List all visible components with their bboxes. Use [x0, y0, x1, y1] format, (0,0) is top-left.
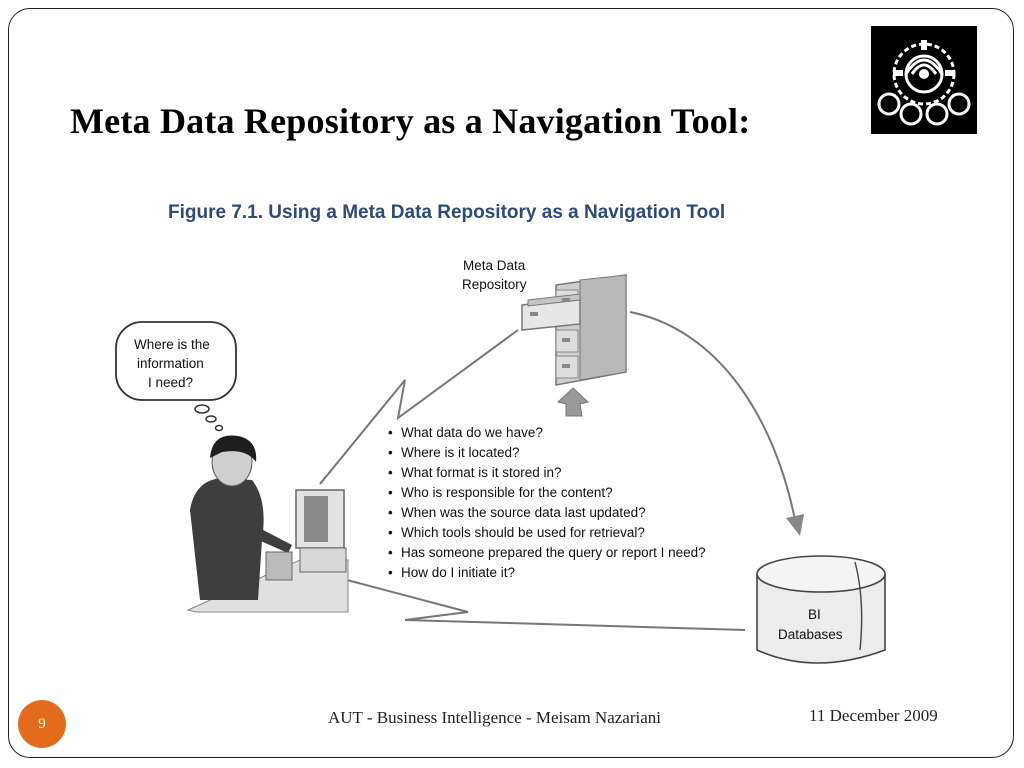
question-item: What format is it stored in?	[401, 465, 562, 480]
slide-title: Meta Data Repository as a Navigation Too…	[70, 101, 751, 141]
question-bullet: •	[388, 525, 393, 540]
thought-bubble	[115, 321, 237, 432]
slide-frame	[8, 8, 1014, 758]
bi-databases-icon	[756, 555, 886, 664]
university-logo	[871, 26, 977, 134]
question-list: • What data do we have? • Where is it lo…	[388, 425, 706, 580]
slide-number-badge: 9	[18, 700, 66, 748]
question-item: When was the source data last updated?	[401, 505, 646, 520]
question-bullet: •	[388, 505, 393, 520]
speech-callout-bottom	[346, 579, 746, 631]
flow-arrowhead	[786, 514, 804, 536]
question-bullet: •	[388, 425, 393, 440]
bi-label-2: Databases	[778, 627, 843, 642]
filing-cabinet-icon	[521, 274, 627, 386]
thought-line-3: I need?	[148, 375, 193, 390]
question-item: Who is responsible for the content?	[401, 485, 613, 500]
repository-label-1: Meta Data	[463, 258, 526, 273]
question-item: What data do we have?	[401, 425, 543, 440]
up-arrow-icon	[556, 387, 590, 417]
footer-date: 11 December 2009	[809, 706, 938, 725]
footer-text: AUT - Business Intelligence - Meisam Naz…	[328, 708, 661, 727]
thought-line-1: Where is the	[134, 337, 210, 352]
repository-label-2: Repository	[462, 277, 527, 292]
thought-line-2: information	[137, 356, 204, 371]
slide-number: 9	[38, 715, 46, 732]
question-bullet: •	[388, 565, 393, 580]
question-item: Has someone prepared the query or report…	[401, 545, 706, 560]
flow-arrow	[629, 311, 796, 521]
figure-caption: Figure 7.1. Using a Meta Data Repository…	[168, 202, 725, 223]
speech-callout	[319, 329, 519, 485]
question-item: Where is it located?	[401, 445, 520, 460]
question-item: Which tools should be used for retrieval…	[401, 525, 645, 540]
bi-label-1: BI	[808, 607, 821, 622]
question-bullet: •	[388, 465, 393, 480]
question-bullet: •	[388, 545, 393, 560]
question-item: How do I initiate it?	[401, 565, 515, 580]
question-bullet: •	[388, 445, 393, 460]
question-bullet: •	[388, 485, 393, 500]
person-at-computer-icon	[186, 435, 349, 613]
